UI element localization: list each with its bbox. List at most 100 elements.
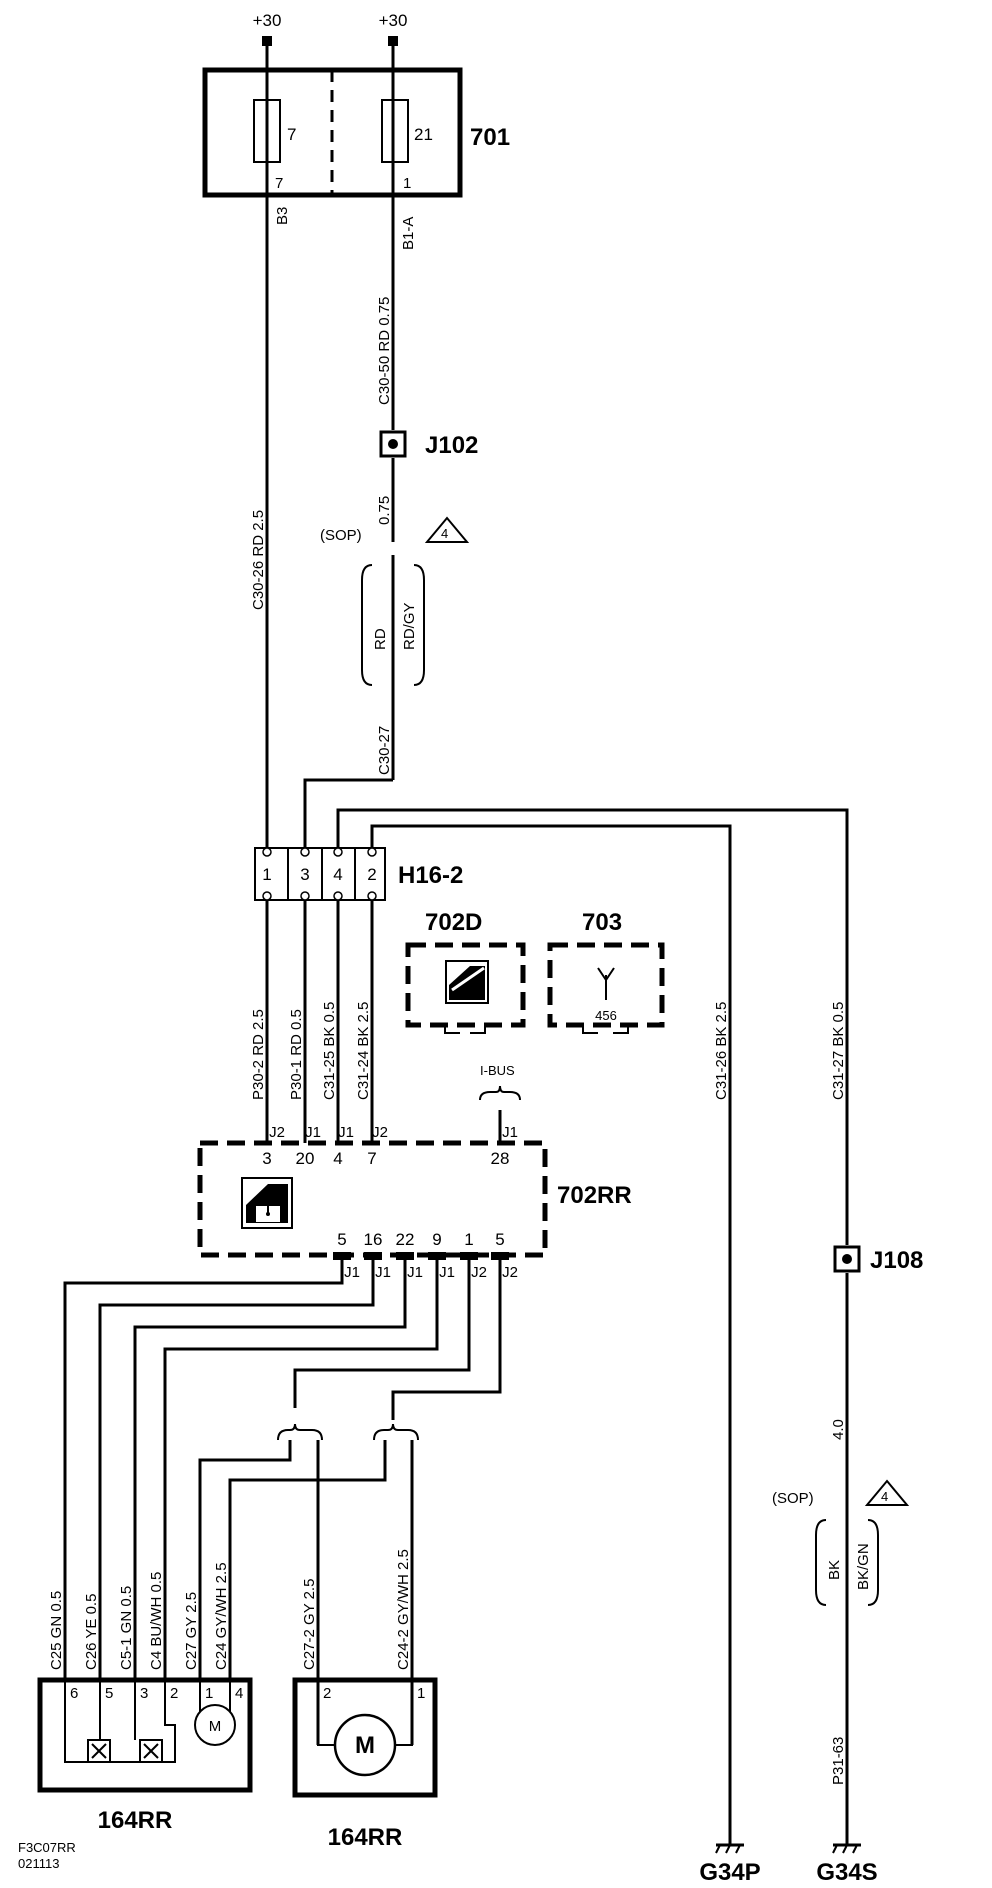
wire-c27: C27 GY 2.5 [183, 1592, 200, 1670]
module-703 [547, 942, 665, 1034]
rr-bot-pin-1: 5 [337, 1230, 346, 1249]
rr-bot-conn-6: J2 [502, 1264, 518, 1281]
wire-c5-1: C5-1 GN 0.5 [118, 1586, 135, 1670]
supply-label-right: +30 [379, 11, 408, 30]
wire-c27-2: C27-2 GY 2.5 [301, 1579, 318, 1670]
sop-label-2: (SOP) [772, 1490, 814, 1507]
fuse-left-pin: 7 [275, 175, 283, 192]
module-702d-label: 702D [425, 909, 482, 936]
rr-top-pin-1: 3 [262, 1149, 271, 1168]
switch-pin-5: 5 [105, 1685, 113, 1702]
wire-075: 0.75 [376, 496, 393, 525]
fuse-box-701 [202, 67, 463, 198]
ground-g34s-label: G34S [816, 1859, 877, 1886]
wire-rd: RD [372, 628, 389, 650]
motor-symbol: M [355, 1732, 375, 1759]
rr-top-pin-3: 4 [333, 1149, 342, 1168]
rr-top-conn-5: J1 [502, 1124, 518, 1141]
wire-c30-26: C30-26 RD 2.5 [250, 510, 267, 610]
rr-top-pin-5: 28 [491, 1149, 510, 1168]
fuse-right-number: 21 [414, 125, 433, 144]
sop-bracket-2 [815, 1519, 879, 1606]
wire-p30-1: P30-1 RD 0.5 [288, 1009, 305, 1100]
switch-164rr [37, 1677, 253, 1793]
ground-g34p-label: G34P [699, 1859, 760, 1886]
h16-label: H16-2 [398, 862, 463, 889]
note-triangle-2 [864, 1479, 910, 1506]
note-triangle-2-num: 4 [881, 1489, 888, 1504]
switch-motor-symbol: M [209, 1718, 222, 1735]
splice-j102-label: J102 [425, 432, 478, 459]
fuse-left-number: 7 [287, 125, 296, 144]
switch-pin-4: 4 [235, 1685, 243, 1702]
rr-top-conn-3: J1 [338, 1124, 354, 1141]
wire-c24-2: C24-2 GY/WH 2.5 [395, 1549, 412, 1670]
ground-g34p-symbol [715, 1843, 744, 1854]
switch-164rr-label: 164RR [98, 1807, 173, 1834]
rr-top-conn-4: J2 [372, 1124, 388, 1141]
wire-c31-25: C31-25 BK 0.5 [321, 1002, 338, 1100]
ibus-bracket [479, 1085, 521, 1101]
wire-p30-2: P30-2 RD 2.5 [250, 1009, 267, 1100]
splice-j108-label: J108 [870, 1247, 923, 1274]
wire-c30-50: C30-50 RD 0.75 [376, 297, 393, 405]
note-triangle-1 [424, 516, 470, 543]
module-702d [405, 942, 526, 1034]
wiring-bottom [63, 1260, 502, 1745]
rr-bottom-pin-bars [333, 1252, 509, 1260]
rr-bot-conn-3: J1 [407, 1264, 423, 1281]
supply-label-left: +30 [253, 11, 282, 30]
motor-pin-2: 2 [323, 1685, 331, 1702]
rr-bot-conn-2: J1 [375, 1264, 391, 1281]
wire-c30-27: C30-27 [376, 726, 393, 775]
wire-rdgy: RD/GY [401, 602, 418, 650]
rr-bot-pin-2: 16 [364, 1230, 383, 1249]
note-triangle-1-num: 4 [441, 526, 448, 541]
diagram-code: F3C07RR [18, 1840, 76, 1855]
rr-bot-pin-3: 22 [396, 1230, 415, 1249]
rr-bot-conn-4: J1 [439, 1264, 455, 1281]
motor-pin-1: 1 [417, 1685, 425, 1702]
wire-c31-24: C31-24 BK 2.5 [355, 1002, 372, 1100]
h16-pin-3: 3 [300, 865, 309, 884]
wire-p31-63: P31-63 [830, 1737, 847, 1785]
module-703-label: 703 [582, 909, 622, 936]
motor-164rr-label: 164RR [328, 1824, 403, 1851]
rr-top-pin-2: 20 [296, 1149, 315, 1168]
rr-bot-pin-5: 1 [464, 1230, 473, 1249]
wire-bk: BK [826, 1560, 843, 1580]
rr-bot-conn-5: J2 [471, 1264, 487, 1281]
supply-terminal-right [388, 36, 398, 46]
wire-c31-27: C31-27 BK 0.5 [830, 1002, 847, 1100]
splice-j102-dot [388, 439, 398, 449]
wiring-top [265, 46, 849, 1845]
sop-label-1: (SOP) [320, 527, 362, 544]
switch-pin-2: 2 [170, 1685, 178, 1702]
wire-c31-26: C31-26 BK 2.5 [713, 1002, 730, 1100]
wire-c24: C24 GY/WH 2.5 [213, 1562, 230, 1670]
ground-g34s-symbol [832, 1843, 861, 1854]
rr-bot-conn-1: J1 [344, 1264, 360, 1281]
h16-pin-4: 4 [333, 865, 342, 884]
sop-bracket-1 [361, 555, 425, 700]
fuse-right-pin: 1 [403, 175, 411, 192]
fuse-box-label: 701 [470, 124, 510, 151]
splice-j108-dot [842, 1254, 852, 1264]
supply-terminal-left [262, 36, 272, 46]
ibus-label: I-BUS [480, 1063, 515, 1078]
rr-bot-pin-4: 9 [432, 1230, 441, 1249]
fuse-right-connector: B1-A [400, 217, 417, 250]
connector-h16-2 [254, 847, 386, 901]
switch-pin-3: 3 [140, 1685, 148, 1702]
switch-pin-1: 1 [205, 1685, 213, 1702]
h16-pin-2: 2 [367, 865, 376, 884]
motor-164rr [292, 1677, 438, 1798]
switch-pin-6: 6 [70, 1685, 78, 1702]
fuse-left-connector: B3 [274, 207, 291, 225]
rr-top-conn-2: J1 [305, 1124, 321, 1141]
wire-bkgn: BK/GN [855, 1543, 872, 1590]
wire-c25: C25 GN 0.5 [48, 1591, 65, 1670]
rr-top-pin-4: 7 [367, 1149, 376, 1168]
rr-top-conn-1: J2 [269, 1124, 285, 1141]
